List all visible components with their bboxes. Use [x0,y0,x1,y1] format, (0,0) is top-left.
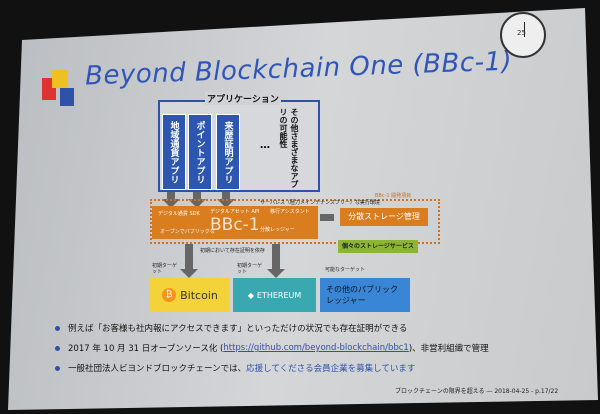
logo-squares [42,70,78,110]
ellipsis: … [260,140,270,151]
bullet-item: 2017 年 10 月 31 日オープンソース化 (https://github… [55,342,489,354]
app-provenance: 来歴証明アプリ [216,114,240,190]
bullet-text: 一般社団法人ビヨンドブロックチェーンでは、 [68,364,247,374]
possible-target-label: 可能なターゲット [325,267,366,273]
module-ledger: 分散レッジャー [260,227,295,233]
bitcoin-icon: ₿ [162,288,177,302]
bullet-text: 例えば「お客様も社内報にアクセスできます」といっただけの状況でも存在証明ができる [68,324,408,334]
runtime-label: サーバレス（極力メインテナンスフリー）な実行環境 [260,200,380,206]
target-ethereum: ◆ETHEREUM [233,278,316,312]
bullet-item: 一般社団法人ビヨンドブロックチェーンでは、応援してくださる会員企業を募集していま… [55,362,489,374]
bitcoin-label: Bitcoin [180,288,218,302]
app-local-currency: 地域通貨アプリ [162,114,186,190]
slide-footer: ブロックチェーンの限界を超える — 2018-04-25 - p.17/22 [395,388,559,395]
applications-box: 地域通貨アプリ ポイントアプリ 来歴証明アプリ … その他さまざまなアプリの可能… [158,100,320,192]
bullet-text: )、非営利組織で管理 [408,344,489,354]
initial-target-label: 初期ターゲット [237,263,263,275]
applications-label: アプリケーション [205,92,281,105]
ethereum-label: ETHEREUM [256,290,302,300]
arrow-right-icon [320,214,334,221]
arrow-icon [188,192,206,208]
bbc1-label: BBc-1 [210,215,260,235]
distributed-storage: 分散ストレージ管理 [340,208,428,226]
bullet-item: 例えば「お客様も社内報にアクセスできます」といっただけの状況でも存在証明ができる [55,322,489,334]
other-apps-text: その他さまざまなアプリの可能性 [279,108,299,188]
ethereum-icon: ◆ [247,290,254,300]
module-migration: 移行アシスタント [270,209,310,215]
github-link[interactable]: https://github.com/beyond-blockchain/bbc… [223,343,409,353]
bullet-text: 2017 年 10 月 31 日オープンソース化 ( [68,344,224,354]
target-bitcoin: ₿Bitcoin [150,278,230,312]
arrow-icon [180,244,198,278]
dev-scope-label: BBc-1 開発項目 [375,193,412,199]
arrow-icon [162,192,180,208]
dev-scope-region [150,199,440,244]
arrow-icon [217,192,235,208]
module-asset-api: デジタルアセット API [210,209,260,215]
highlight-text: 応援してくださる会員企業を募集しています [246,364,416,374]
initial-target-label: 初期ターゲット [152,263,178,275]
anchor-note: 初期において存在証明を依存 [200,248,265,254]
clock-label: 25 [517,29,526,37]
clock-icon: 25 [500,12,546,58]
arrow-icon [267,244,285,278]
bbc1-core: デジタル通貨 SDK デジタルアセット API 移行アシスタント オープンでパブ… [152,206,318,239]
storage-services: 個々のストレージサービス [338,240,418,253]
target-other-ledger: その他のパブリックレッジャー [320,278,410,312]
bullet-list: 例えば「お客様も社内報にアクセスできます」といっただけの状況でも存在証明ができる… [55,322,489,382]
app-points: ポイントアプリ [188,114,212,190]
module-sdk: デジタル通貨 SDK [158,211,200,217]
module-public: オープンでパブリックな [160,229,215,235]
